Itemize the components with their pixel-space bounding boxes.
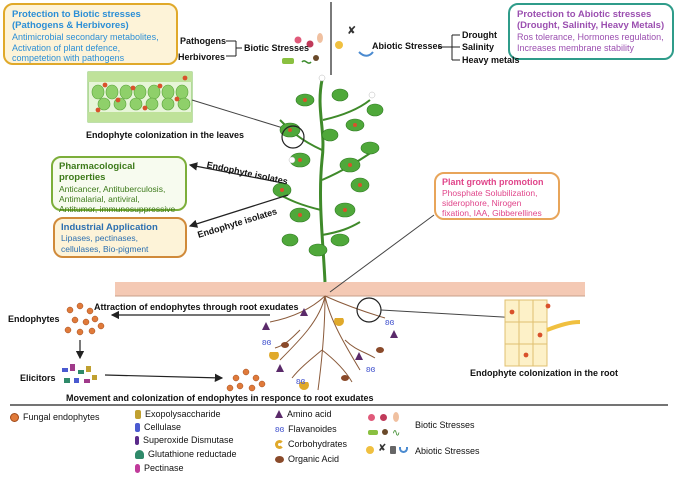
root-colonization-label: Endophyte colonization in the root xyxy=(470,368,618,378)
leaf-tissue-image xyxy=(87,71,193,123)
fungus-icon xyxy=(393,412,399,422)
legend-label: Abiotic Stresses xyxy=(415,446,480,456)
svg-text:✘: ✘ xyxy=(347,25,356,37)
legend-label: Fungal endophytes xyxy=(23,412,100,422)
heavy-metals-label: Heavy metals xyxy=(462,55,520,65)
abiotic-bracket xyxy=(438,34,460,61)
legend-carbohydrates: Corbohydrates xyxy=(275,439,347,449)
root-exudates: ʚɞ ʚɞ ʚɞ ʚɞ xyxy=(262,308,398,390)
svg-text:ʚɞ: ʚɞ xyxy=(262,337,272,347)
biotic-legend-icons: ∿ xyxy=(368,412,410,444)
pathogen-icon xyxy=(368,414,375,421)
svg-text:ʚɞ: ʚɞ xyxy=(385,317,395,327)
legend-label: Amino acid xyxy=(287,409,332,419)
legend-exopolysaccharide: Exopolysaccharide xyxy=(135,409,221,419)
industrial-title: Industrial Application xyxy=(61,222,158,233)
root-system xyxy=(269,295,386,391)
attraction-label: Attraction of endophytes through root ex… xyxy=(94,302,299,312)
water-icon xyxy=(399,447,408,453)
legend-label: Exopolysaccharide xyxy=(145,409,221,419)
legend-glutathione-reductase: Glutathione reductade xyxy=(135,449,237,459)
biotic-bracket xyxy=(226,40,242,57)
pharmacological-title: Pharmacological properties xyxy=(59,161,136,184)
elicitors-label: Elicitors xyxy=(20,373,56,383)
legend-label: Glutathione reductade xyxy=(148,449,237,459)
growth-promotion-body: Phosphate Solubilization, siderophore, N… xyxy=(442,187,542,219)
industrial-body: Lipases, pectinases, cellulases, Bio-pig… xyxy=(61,233,149,254)
biotic-stresses-label: Biotic Stresses xyxy=(244,43,310,53)
cracked-soil-icon: ✘ xyxy=(378,443,387,454)
cellulase-icon xyxy=(135,422,140,432)
legend-amino-acid: Amino acid xyxy=(275,409,332,419)
pharmacological-box: Pharmacological properties Anticancer, A… xyxy=(51,156,187,214)
exopolysaccharide-icon xyxy=(135,409,141,419)
glutathione-reductase-icon xyxy=(135,449,144,459)
legend-abiotic-stresses: Abiotic Stresses xyxy=(415,446,480,456)
metal-icon xyxy=(390,446,396,454)
herbivores-label: Herbivores xyxy=(178,52,226,62)
worm-icon: ∿ xyxy=(392,428,401,439)
legend-cellulase: Cellulase xyxy=(135,422,181,432)
stress-icons-top: ✘ xyxy=(282,25,374,64)
bug-icon xyxy=(382,429,388,435)
pathogen-icon xyxy=(380,414,387,421)
abiotic-legend-icons: ✘ xyxy=(366,443,411,461)
carbohydrate-icon xyxy=(275,439,284,449)
endophyte-clusters xyxy=(64,302,266,392)
abiotic-protection-box: Protection to Abiotic stresses (Drought,… xyxy=(508,3,674,60)
pectinase-icon xyxy=(135,463,140,473)
legend-label: Flavanoides xyxy=(288,424,337,434)
abiotic-stresses-label: Abiotic Stresses xyxy=(372,41,443,51)
svg-text:ʚɞ: ʚɞ xyxy=(366,364,376,374)
legend-label: Organic Acid xyxy=(288,454,340,464)
legend-biotic-stresses: Biotic Stresses xyxy=(415,420,475,430)
root-tissue-image xyxy=(504,299,581,367)
legend-label: Superoxide Dismutase xyxy=(143,435,234,445)
fungal-endophyte-icon xyxy=(10,412,19,422)
legend-superoxide-dismutase: Superoxide Dismutase xyxy=(135,435,234,445)
pathogens-label: Pathogens xyxy=(180,36,227,46)
pharmacological-body: Anticancer, Antituberculosis, Antimalari… xyxy=(59,183,176,215)
biotic-protection-box: Protection to Biotic stresses (Pathogens… xyxy=(3,3,178,65)
salinity-label: Salinity xyxy=(462,42,495,52)
sun-icon xyxy=(366,446,374,454)
legend-fungal-endophytes: Fungal endophytes xyxy=(10,412,100,422)
growth-promotion-title: Plant growth promotion xyxy=(442,177,544,187)
flavanoid-icon: ʚɞ xyxy=(275,424,285,434)
organic-acid-icon xyxy=(275,455,284,463)
legend-label: Cellulase xyxy=(144,422,182,432)
biotic-protection-title: Protection to Biotic stresses (Pathogens… xyxy=(12,9,141,32)
industrial-box: Industrial Application Lipases, pectinas… xyxy=(53,217,187,258)
movement-label: Movement and colonization of endophytes … xyxy=(66,393,374,403)
legend-flavanoides: ʚɞ Flavanoides xyxy=(275,424,337,434)
legend-label: Biotic Stresses xyxy=(415,420,475,430)
legend-label: Corbohydrates xyxy=(288,439,348,449)
superoxide-dismutase-icon xyxy=(135,435,139,445)
abiotic-protection-title: Protection to Abiotic stresses (Drought,… xyxy=(517,9,665,32)
amino-acid-icon xyxy=(275,410,283,418)
elicitor-cluster xyxy=(62,364,97,383)
soil-strip xyxy=(115,282,585,296)
plant-illustration xyxy=(272,74,384,283)
abiotic-protection-body: Ros tolerance, Hormones regulation, Incr… xyxy=(517,31,664,53)
growth-promotion-box: Plant growth promotion Phosphate Solubil… xyxy=(434,172,560,220)
caterpillar-icon xyxy=(368,430,378,435)
biotic-protection-body: Antimicrobial secondary metabolites, Act… xyxy=(12,31,159,64)
drought-label: Drought xyxy=(462,30,497,40)
legend-pectinase: Pectinase xyxy=(135,463,184,473)
endophytes-label: Endophytes xyxy=(8,314,60,324)
legend-organic-acid: Organic Acid xyxy=(275,454,339,464)
leaf-colonization-label: Endophyte colonization in the leaves xyxy=(86,130,245,140)
svg-text:ʚɞ: ʚɞ xyxy=(296,376,306,386)
legend-label: Pectinase xyxy=(144,463,184,473)
